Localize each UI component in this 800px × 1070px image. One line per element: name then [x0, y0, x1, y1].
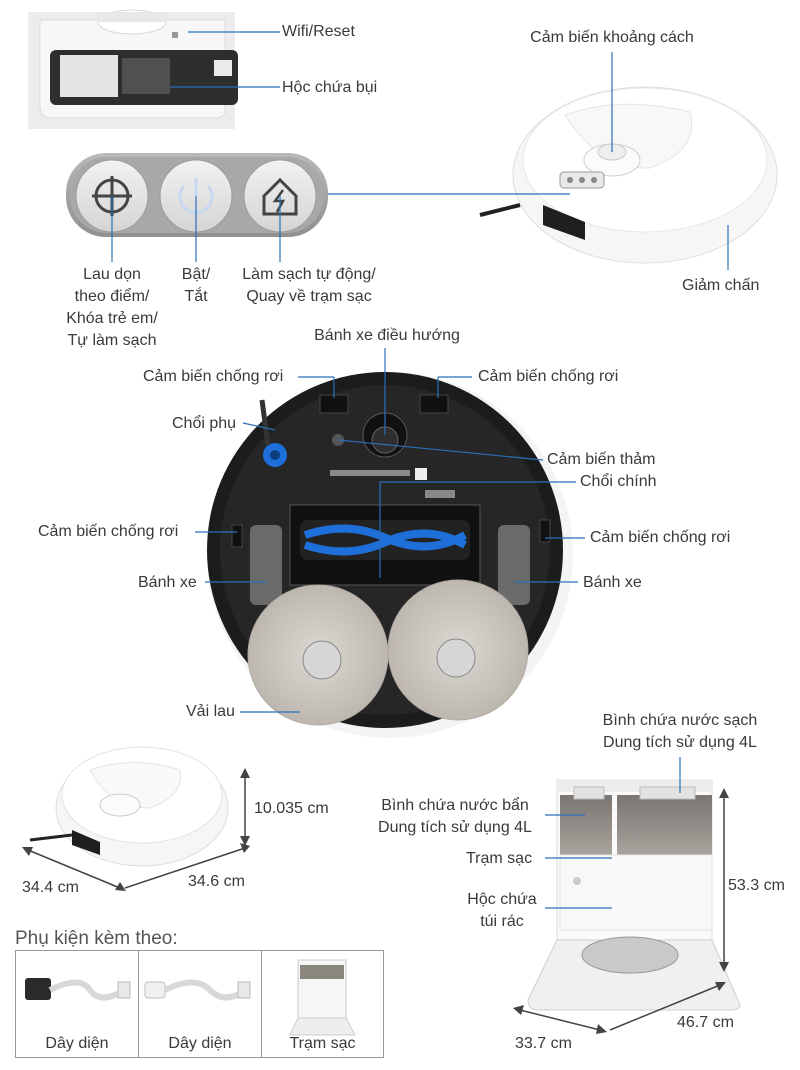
label-carpet-sensor: Cảm biến thảm — [547, 451, 656, 468]
label-distance-sensor: Cảm biến khoảng cách — [530, 29, 694, 46]
label-cliff-sensor-mr: Cảm biến chống rơi — [590, 529, 731, 546]
accessory-mini-station — [289, 959, 356, 1036]
label-nav-wheel: Bánh xe điều hướng — [314, 327, 460, 344]
accessory-label: Trạm sạc — [289, 1035, 356, 1052]
label-clean-tank: Bình chứa nước sạch Dung tích sử dụng 4L — [602, 712, 758, 751]
label-cliff-sensor-tl: Cảm biến chống rơi — [143, 368, 284, 385]
label-dust-bin: Hộc chứa bụi — [282, 79, 378, 96]
label-charging-station: Trạm sạc — [466, 850, 533, 867]
dim-station-width: 33.7 cm — [515, 1035, 572, 1052]
label-cliff-sensor-tr: Cảm biến chống rơi — [478, 368, 619, 385]
label-spot-clean: Lau dọn theo điểm/ Khóa trẻ em/ Tự làm s… — [66, 266, 158, 349]
accessories-title: Phụ kiện kèm theo: — [15, 928, 178, 949]
dim-robot-height: 10.035 cm — [254, 800, 329, 817]
charging-station — [527, 779, 741, 1011]
accessory-cable-1 — [25, 978, 131, 1001]
leader-lines — [111, 31, 729, 909]
dim-station-height: 53.3 cm — [728, 877, 785, 894]
dim-station-depth: 46.7 cm — [677, 1014, 734, 1031]
accessory-cable-2 — [144, 979, 251, 1001]
accessory-label: Dây diện — [45, 1035, 109, 1052]
accessory-item: Dây diện — [138, 950, 262, 1058]
label-mop-pads: Vải lau — [186, 703, 235, 720]
label-bumper: Giảm chấn — [682, 277, 760, 294]
robot-dimension-view — [22, 746, 250, 891]
accessory-item: Trạm sạc — [261, 950, 384, 1058]
dim-robot-width: 34.4 cm — [22, 879, 79, 896]
label-wheel-right: Bánh xe — [583, 574, 642, 591]
mop-pads — [247, 579, 529, 726]
robot-top-view — [479, 86, 778, 264]
label-dirty-tank: Bình chứa nước bẩn Dung tích sử dụng 4L — [378, 797, 532, 836]
label-power: Bật/ Tắt — [181, 266, 211, 305]
label-wifi-reset: Wifi/Reset — [282, 23, 355, 40]
accessory-item: Dây diện — [15, 950, 139, 1058]
label-auto-clean: Làm sạch tự động/ Quay về trạm sạc — [242, 266, 376, 305]
label-side-brush: Chổi phụ — [172, 415, 237, 432]
accessory-label: Dây diện — [168, 1035, 232, 1052]
label-wheel-left: Bánh xe — [138, 574, 197, 591]
label-bag: Hộc chứa túi rác — [467, 891, 537, 930]
station-dimension-lines — [513, 788, 729, 1034]
dust-bin-photo — [28, 9, 238, 129]
dim-robot-depth: 34.6 cm — [188, 873, 245, 890]
label-main-brush: Chổi chính — [580, 473, 657, 490]
label-cliff-sensor-ml: Cảm biến chống rơi — [38, 523, 179, 540]
